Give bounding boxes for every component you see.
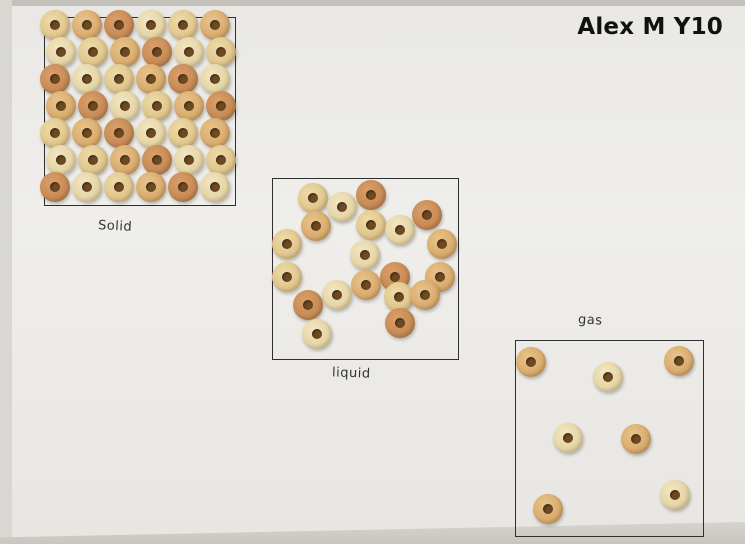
- solid-cereal-piece: [104, 172, 134, 202]
- table-edge: [0, 0, 12, 544]
- solid-cereal-piece: [104, 118, 134, 148]
- solid-cereal-piece: [206, 37, 236, 67]
- solid-cereal-piece: [104, 10, 134, 40]
- solid-cereal-piece: [46, 145, 76, 175]
- solid-cereal-piece: [200, 118, 230, 148]
- solid-cereal-piece: [72, 64, 102, 94]
- solid-cereal-piece: [72, 10, 102, 40]
- liquid-cereal-piece: [427, 229, 457, 259]
- solid-cereal-piece: [136, 172, 166, 202]
- liquid-cereal-piece: [356, 210, 386, 240]
- solid-cereal-piece: [110, 145, 140, 175]
- liquid-cereal-piece: [302, 319, 332, 349]
- solid-cereal-piece: [110, 91, 140, 121]
- liquid-cereal-piece: [412, 200, 442, 230]
- gas-label: gas: [578, 312, 603, 328]
- solid-cereal-piece: [142, 145, 172, 175]
- solid-cereal-piece: [168, 64, 198, 94]
- liquid-cereal-piece: [322, 280, 352, 310]
- solid-cereal-piece: [142, 91, 172, 121]
- solid-cereal-piece: [206, 145, 236, 175]
- solid-cereal-piece: [46, 91, 76, 121]
- table-edge: [0, 0, 745, 6]
- gas-cereal-piece: [516, 347, 546, 377]
- solid-label: Solid: [98, 218, 133, 235]
- solid-cereal-piece: [136, 10, 166, 40]
- solid-cereal-piece: [40, 172, 70, 202]
- watermark-text: Alex M Y10: [577, 14, 723, 40]
- solid-cereal-piece: [174, 145, 204, 175]
- solid-cereal-piece: [200, 64, 230, 94]
- solid-cereal-piece: [200, 10, 230, 40]
- solid-cereal-piece: [110, 37, 140, 67]
- liquid-cereal-piece: [327, 192, 357, 222]
- solid-cereal-piece: [168, 10, 198, 40]
- solid-cereal-piece: [40, 118, 70, 148]
- solid-cereal-piece: [136, 118, 166, 148]
- liquid-cereal-piece: [298, 183, 328, 213]
- liquid-cereal-piece: [385, 215, 415, 245]
- solid-cereal-piece: [168, 172, 198, 202]
- liquid-cereal-piece: [272, 262, 302, 292]
- liquid-cereal-piece: [293, 290, 323, 320]
- liquid-cereal-piece: [350, 240, 380, 270]
- liquid-cereal-piece: [385, 308, 415, 338]
- solid-cereal-piece: [78, 37, 108, 67]
- gas-cereal-piece: [621, 424, 651, 454]
- liquid-cereal-piece: [301, 211, 331, 241]
- solid-cereal-piece: [142, 37, 172, 67]
- liquid-label: liquid: [332, 365, 371, 381]
- gas-cereal-piece: [533, 494, 563, 524]
- solid-cereal-piece: [174, 91, 204, 121]
- solid-cereal-piece: [40, 10, 70, 40]
- solid-cereal-piece: [168, 118, 198, 148]
- solid-cereal-piece: [72, 118, 102, 148]
- solid-cereal-piece: [206, 91, 236, 121]
- solid-cereal-piece: [46, 37, 76, 67]
- solid-cereal-piece: [200, 172, 230, 202]
- solid-cereal-piece: [136, 64, 166, 94]
- gas-cereal-piece: [553, 423, 583, 453]
- liquid-cereal-piece: [272, 229, 302, 259]
- solid-cereal-piece: [78, 91, 108, 121]
- gas-cereal-piece: [664, 346, 694, 376]
- solid-cereal-piece: [78, 145, 108, 175]
- solid-cereal-piece: [104, 64, 134, 94]
- solid-cereal-piece: [174, 37, 204, 67]
- liquid-cereal-piece: [410, 280, 440, 310]
- gas-cereal-piece: [593, 362, 623, 392]
- liquid-cereal-piece: [351, 270, 381, 300]
- liquid-cereal-piece: [356, 180, 386, 210]
- solid-cereal-piece: [40, 64, 70, 94]
- solid-cereal-piece: [72, 172, 102, 202]
- gas-cereal-piece: [660, 480, 690, 510]
